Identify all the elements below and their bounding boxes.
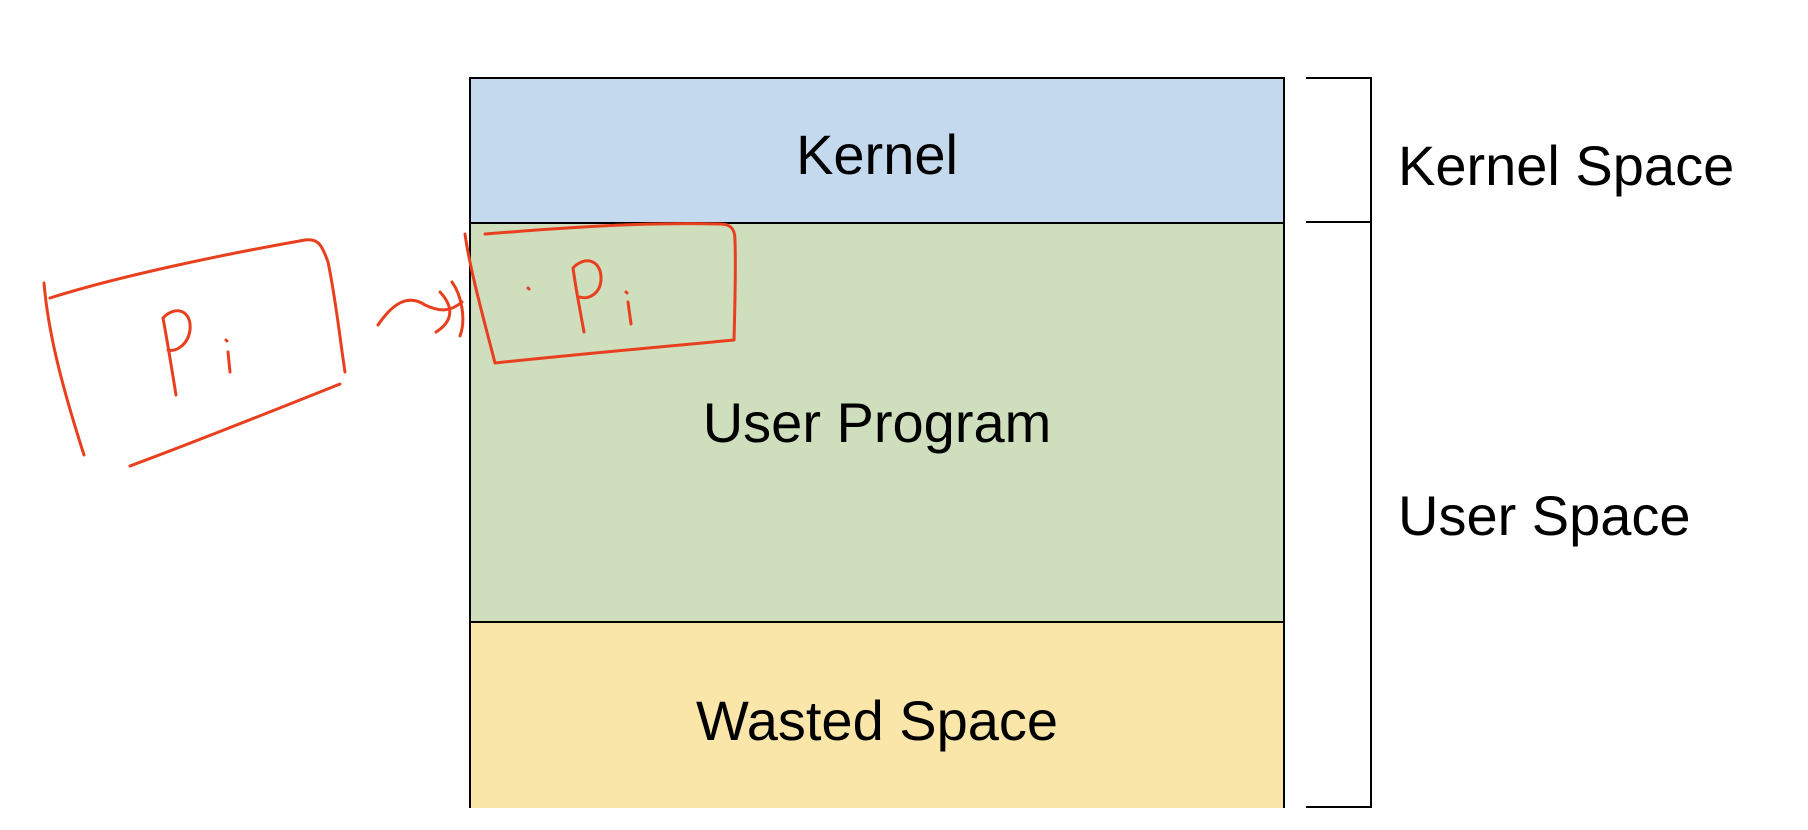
memory-layout-diagram: Kernel User Program Wasted Space	[469, 77, 1285, 808]
kernel-segment-label: Kernel	[796, 123, 958, 186]
user-program-segment-label: User Program	[702, 391, 1052, 454]
kernel-space-bracket	[1306, 77, 1372, 223]
user-space-label: User Space	[1398, 484, 1691, 547]
kernel-space-label: Kernel Space	[1398, 134, 1735, 197]
outside-process-letter-p	[161, 309, 192, 397]
user-program-segment: User Program	[471, 224, 1283, 623]
wasted-space-segment: Wasted Space	[471, 623, 1283, 808]
wasted-space-segment-label: Wasted Space	[695, 689, 1059, 752]
outside-process-box	[42, 238, 347, 468]
user-space-bracket	[1306, 221, 1372, 808]
kernel-segment: Kernel	[471, 79, 1283, 224]
outside-process-letter-i	[224, 338, 232, 374]
arrow-to-memory	[376, 280, 465, 338]
